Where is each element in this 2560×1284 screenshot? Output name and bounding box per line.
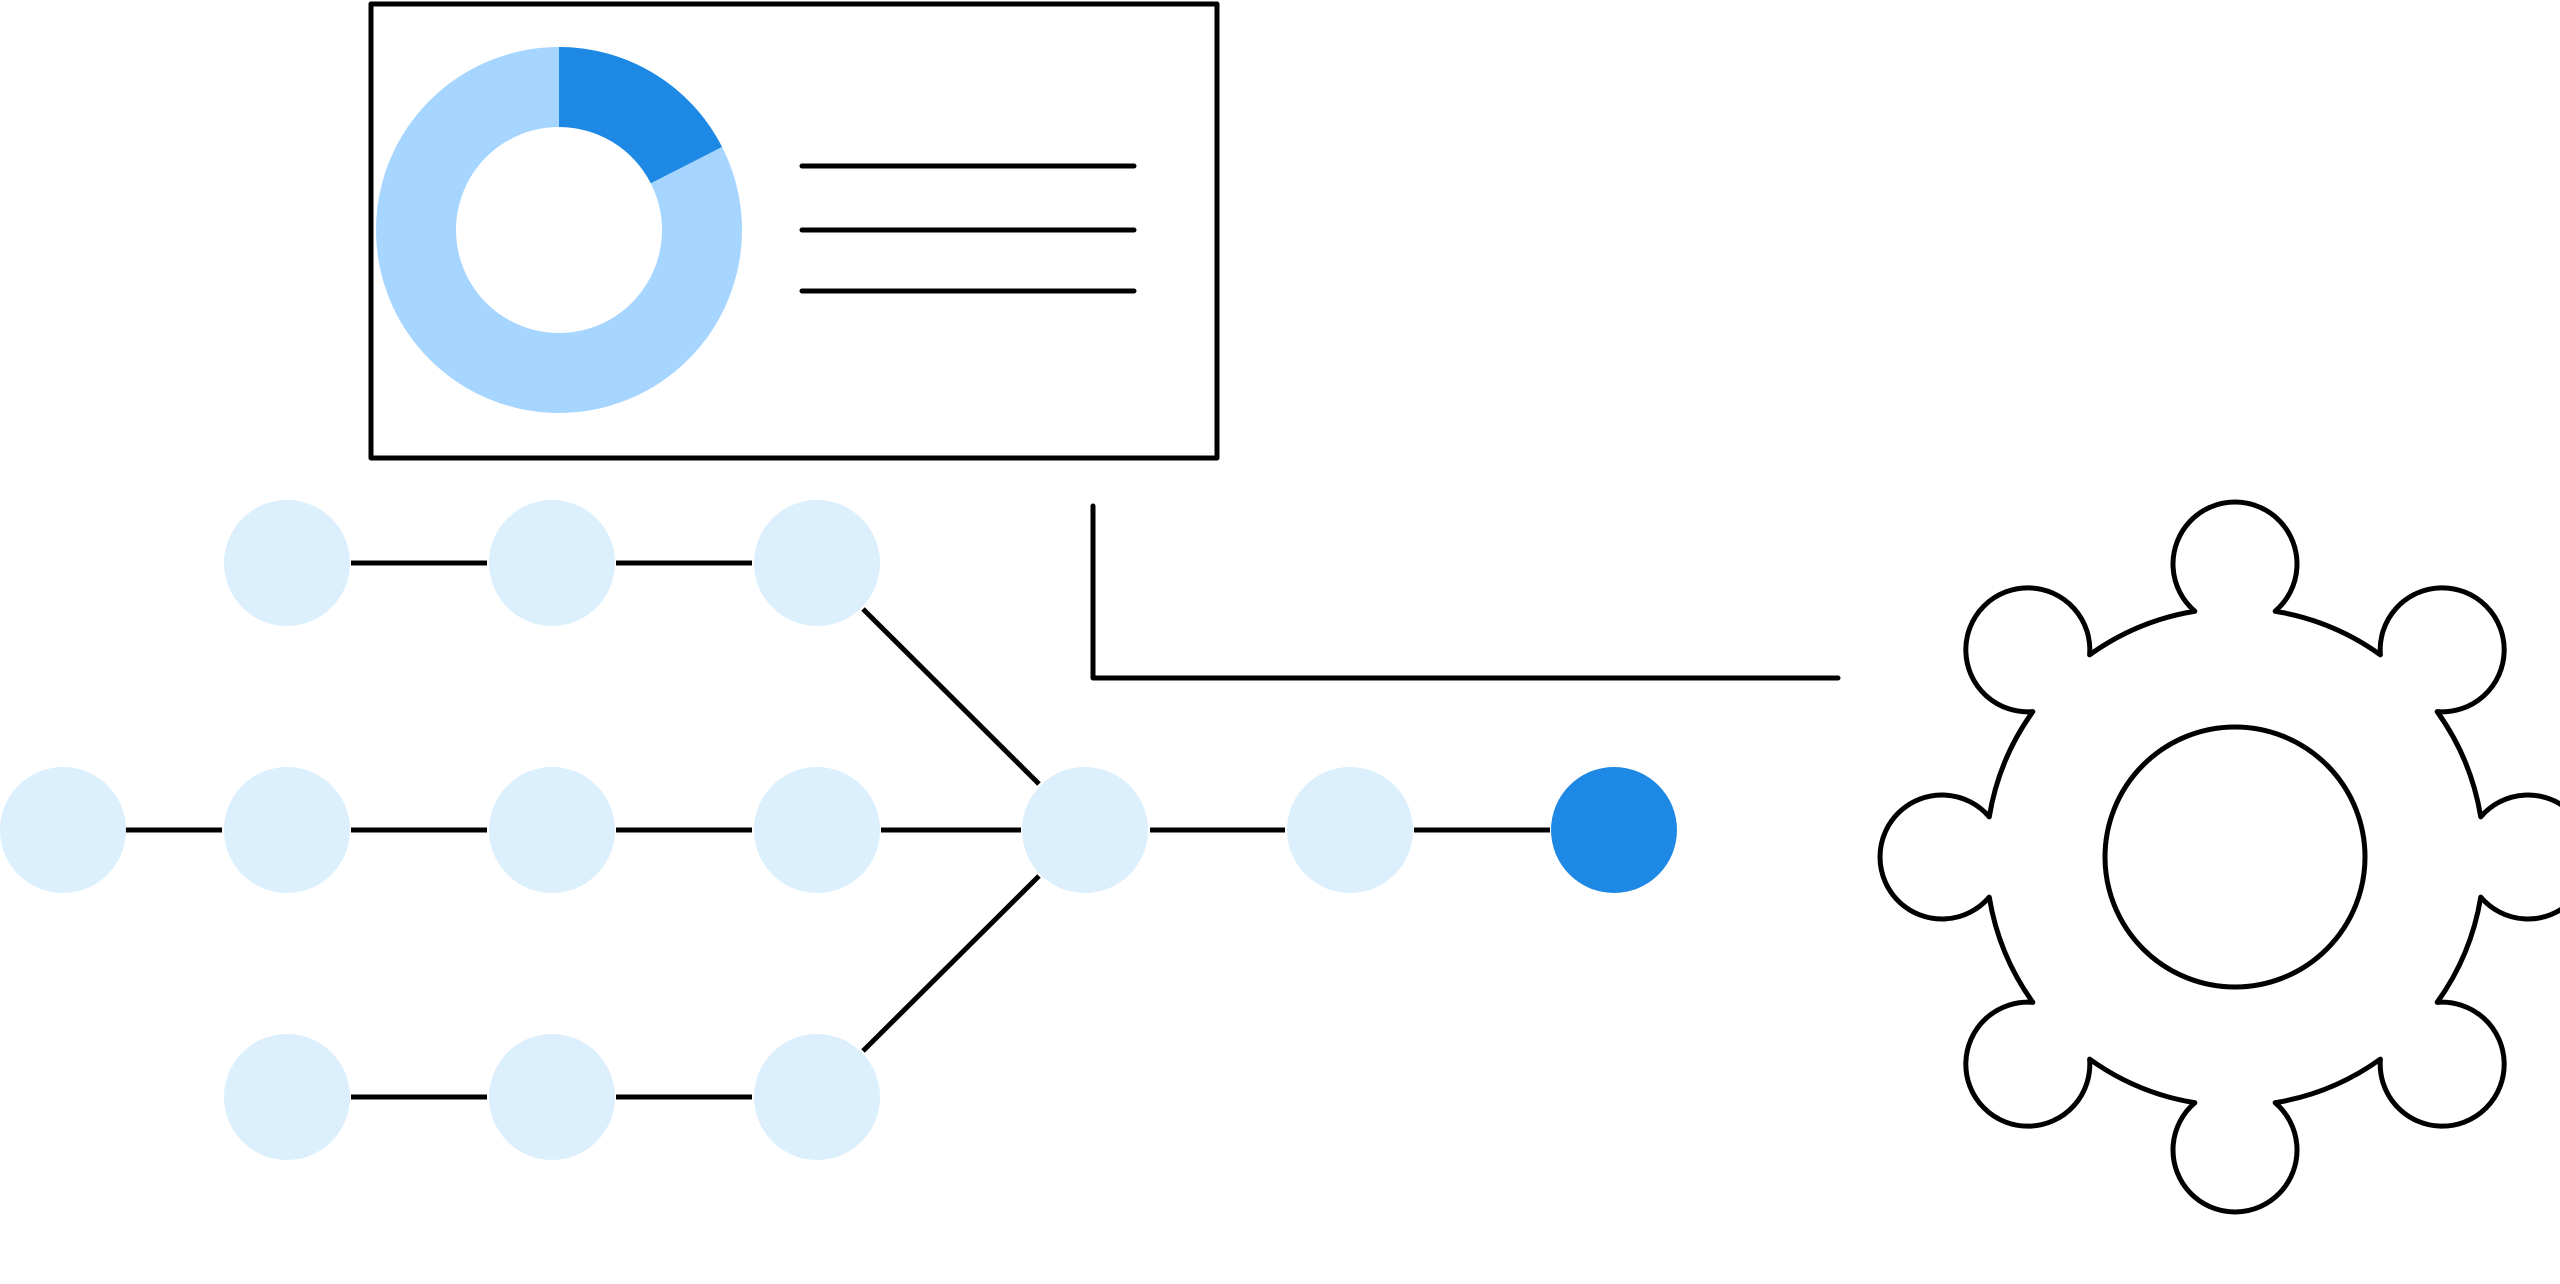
node-middle-7-active [1551,767,1677,893]
connector-line [1090,503,1841,681]
pipeline-nodes [0,500,1677,1160]
node-middle-5 [1022,767,1148,893]
node-middle-2 [224,767,350,893]
node-middle-4 [754,767,880,893]
node-bottom-3 [754,1034,880,1160]
donut-highlighted-segment [559,47,723,184]
donut-chart-icon [376,47,742,413]
gear-hub [2102,724,2368,990]
node-bottom-1 [224,1034,350,1160]
node-top-2 [489,500,615,626]
report-card-icon [368,1,1220,461]
pipeline-graph-icon [0,500,1677,1160]
gear-icon [1877,499,2560,1215]
edge-top-merge [861,607,1041,786]
gear-outline [1877,499,2560,1215]
report-text-lines [799,163,1137,294]
node-bottom-2 [489,1034,615,1160]
edge-bot-merge [861,874,1041,1053]
node-top-1 [224,500,350,626]
node-top-3 [754,500,880,626]
node-middle-1 [0,767,126,893]
node-middle-6 [1287,767,1413,893]
node-middle-3 [489,767,615,893]
